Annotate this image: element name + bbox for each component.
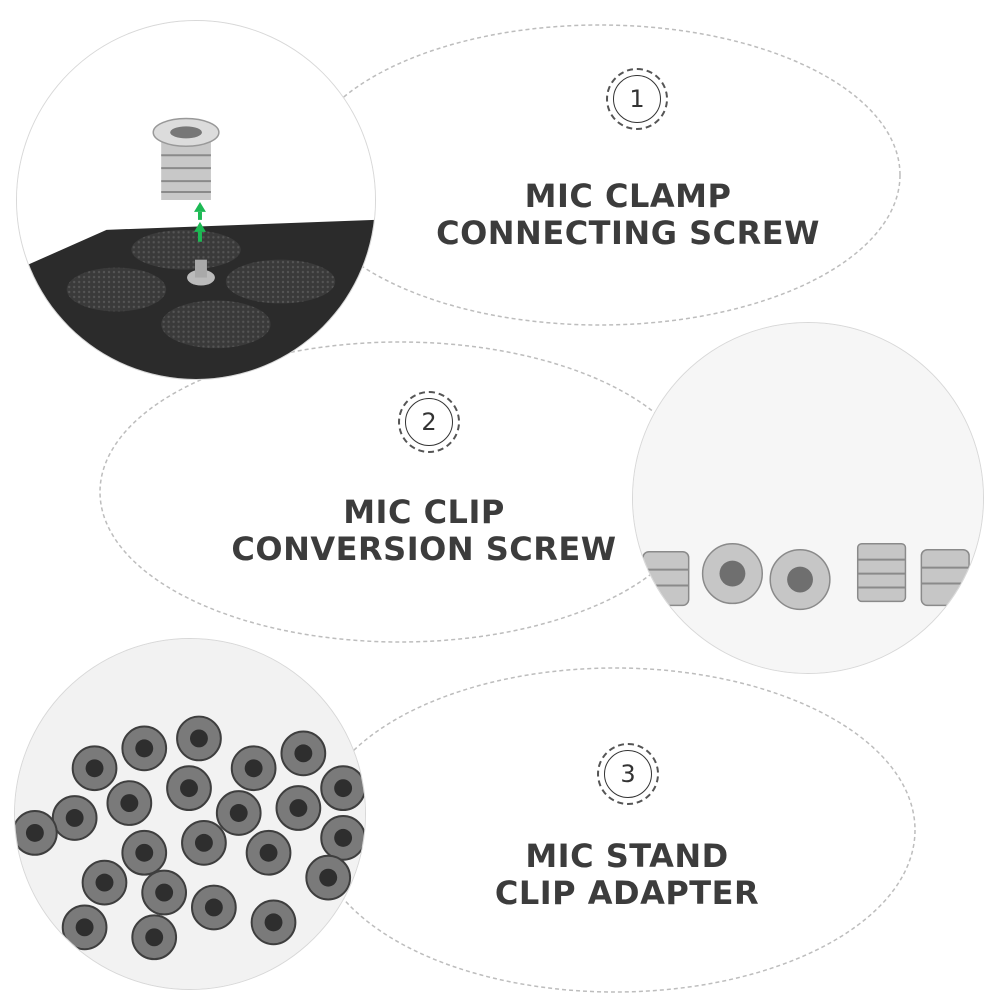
number-1: 1 [613, 75, 661, 123]
screw-row-icon [633, 323, 983, 673]
ellipse-2 [99, 341, 701, 643]
item-title-1-line2: CONNECTING SCREW [436, 214, 820, 252]
item-title-3-line1: MIC STAND [525, 837, 729, 875]
number-badge-1: 1 [606, 68, 668, 130]
ellipse-1 [299, 24, 901, 326]
item-title-1: MIC CLAMP CONNECTING SCREW [428, 178, 828, 252]
ellipse-3 [314, 667, 916, 993]
number-badge-3: 3 [597, 743, 659, 805]
screw-pile-icon [15, 639, 365, 989]
item-title-2-line2: CONVERSION SCREW [231, 530, 617, 568]
item-title-3: MIC STAND CLIP ADAPTER [427, 838, 827, 912]
photo-circle-1 [16, 20, 376, 380]
number-2: 2 [405, 398, 453, 446]
item-title-2-line1: MIC CLIP [343, 493, 505, 531]
number-badge-2: 2 [398, 391, 460, 453]
number-3: 3 [604, 750, 652, 798]
screw-on-plate-icon [17, 21, 375, 379]
photo-circle-3 [14, 638, 366, 990]
photo-circle-2 [632, 322, 984, 674]
item-title-3-line2: CLIP ADAPTER [494, 874, 760, 912]
item-title-1-line1: MIC CLAMP [524, 177, 732, 215]
item-title-2: MIC CLIP CONVERSION SCREW [224, 494, 624, 568]
